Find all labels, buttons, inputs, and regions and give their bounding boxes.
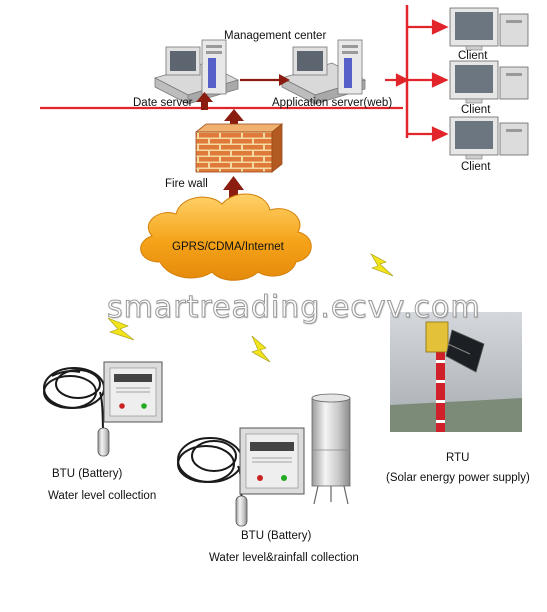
lightning-icon	[370, 253, 394, 277]
date-server-label: Date server	[133, 97, 193, 109]
firewall-icon	[194, 123, 284, 173]
arrow-up	[223, 176, 244, 204]
probe-cable-icon	[235, 495, 248, 527]
lightning-icon	[107, 317, 135, 341]
management-center-label: Management center	[224, 30, 327, 42]
monitor-icon	[449, 60, 529, 104]
btu-1-title: BTU (Battery)	[52, 468, 123, 480]
lightning-icon	[251, 335, 271, 363]
monitor-icon	[449, 7, 529, 51]
rtu-description: (Solar energy power supply)	[386, 472, 530, 484]
btu-2-description: Water level&rainfall collection	[209, 552, 359, 564]
server-bus-link	[385, 73, 410, 87]
application-server-label: Application server(web)	[272, 97, 393, 109]
client-label: Client	[461, 104, 491, 116]
sensor-box-icon	[103, 361, 163, 423]
arrow-up	[196, 92, 213, 110]
probe-cable-icon	[97, 427, 110, 457]
sensor-box-icon	[239, 427, 305, 495]
btu-1-description: Water level collection	[48, 490, 157, 502]
rtu-title: RTU	[446, 452, 470, 464]
fire-wall-label: Fire wall	[165, 178, 208, 190]
probe-cable-icon	[43, 367, 105, 449]
cloud-icon	[140, 193, 312, 281]
client-branches	[407, 19, 449, 142]
client-label: Client	[461, 161, 491, 173]
monitor-icon	[449, 116, 529, 160]
client-label: Client	[458, 50, 488, 62]
server-icon	[153, 39, 240, 105]
network-label: GPRS/CDMA/Internet	[172, 241, 284, 253]
server-icon	[280, 39, 367, 105]
watermark: smartreading.ecvv.com	[107, 290, 481, 326]
rain-gauge-icon	[311, 393, 351, 505]
arrow-right	[240, 74, 290, 86]
solar-pole-photo	[390, 312, 522, 432]
probe-cable-icon	[177, 437, 243, 519]
btu-2-title: BTU (Battery)	[241, 530, 312, 542]
